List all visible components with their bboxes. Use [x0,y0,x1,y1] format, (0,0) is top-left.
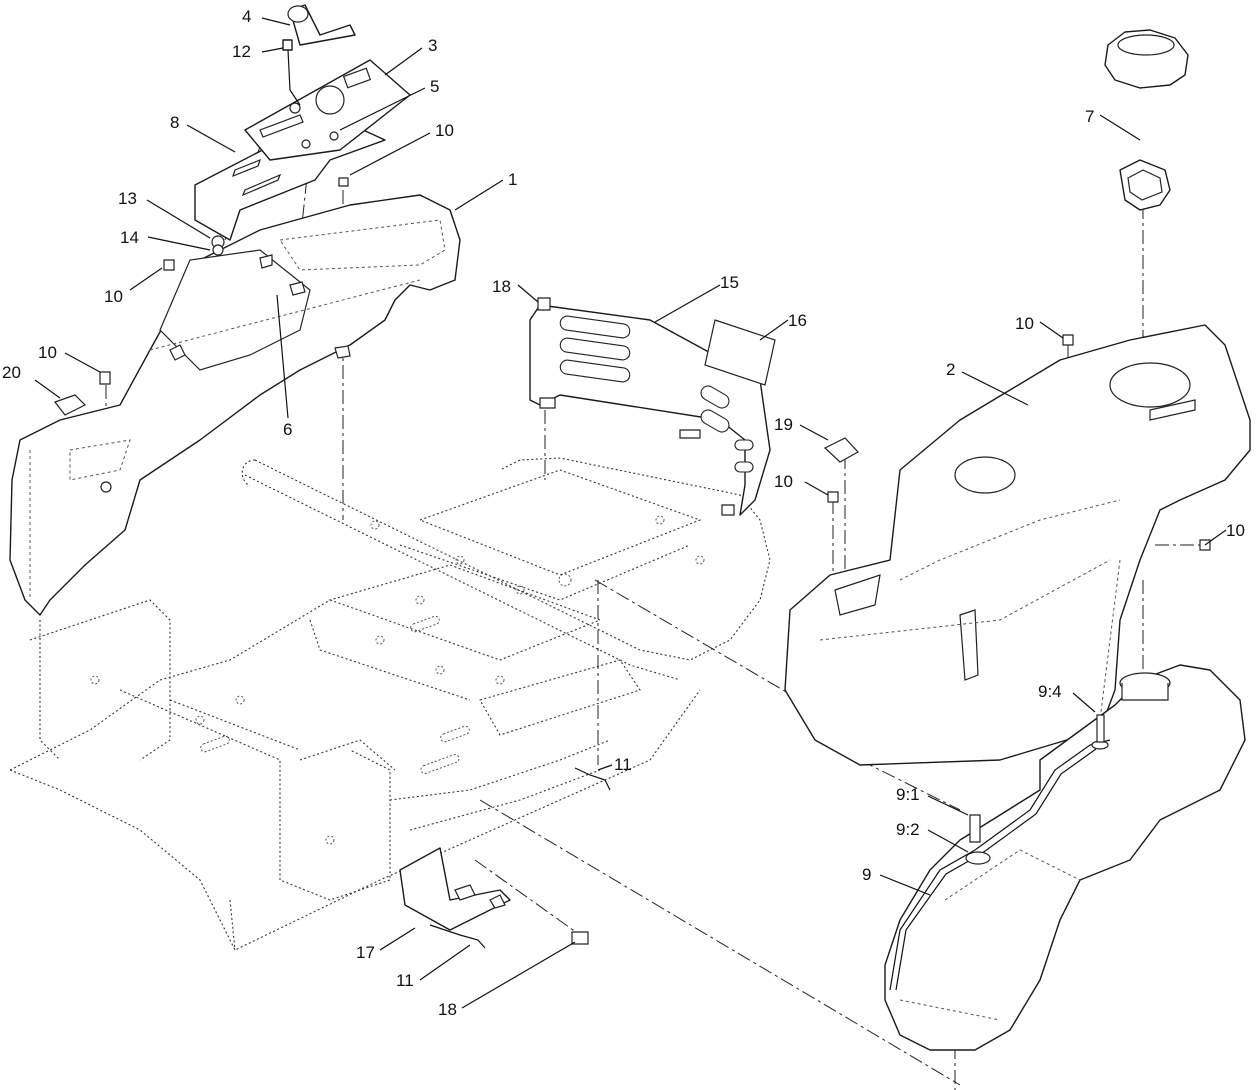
callout-17: 17 [356,943,375,962]
cover-plate [399,847,511,949]
callout-9: 9 [862,865,871,884]
hardware-left [99,131,349,493]
right-fender-body [784,324,1251,766]
decal-19 [823,437,859,463]
left-fender-body [9,194,461,616]
callout-9-2: 9:2 [896,820,920,839]
callout-15: 15 [720,273,739,292]
callout-10: 10 [435,121,454,140]
bolt-18-lower [571,931,589,945]
callout-11: 11 [614,755,632,774]
callout-11: 11 [396,971,414,990]
control-panel-plate [194,59,411,241]
callout-10: 10 [1015,314,1034,333]
callout-2: 2 [946,360,955,379]
decal-16 [704,319,776,386]
callout-10: 10 [104,287,123,306]
callout-18: 18 [438,1000,457,1019]
callout-1: 1 [508,170,517,189]
callout-14: 14 [120,228,139,247]
callout-6: 6 [283,420,292,439]
callout-10: 10 [1226,521,1245,540]
callout-19: 19 [774,415,793,434]
callout-10: 10 [774,472,793,491]
callout-3: 3 [428,36,437,55]
callout-16: 16 [788,311,807,330]
callout-8: 8 [170,113,179,132]
callout-13: 13 [118,189,137,208]
callout-9-4: 9:4 [1038,682,1062,701]
leader-lines [34,17,1227,1009]
callout-20: 20 [2,363,21,382]
chassis-frame [9,457,771,951]
callout-18: 18 [492,277,511,296]
callout-4: 4 [242,7,251,26]
callout-12: 12 [232,42,251,61]
callout-7: 7 [1085,107,1094,126]
fuel-cap [1104,29,1189,211]
decal-20 [54,394,87,416]
callout-9-1: 9:1 [896,785,920,804]
callout-10: 10 [38,343,57,362]
callout-5: 5 [430,77,439,96]
wire-harness-11 [574,767,611,791]
callout-labels: 4 12 3 5 8 10 1 13 14 10 10 20 6 18 15 1… [2,7,1245,1019]
throttle-lever [282,4,356,106]
